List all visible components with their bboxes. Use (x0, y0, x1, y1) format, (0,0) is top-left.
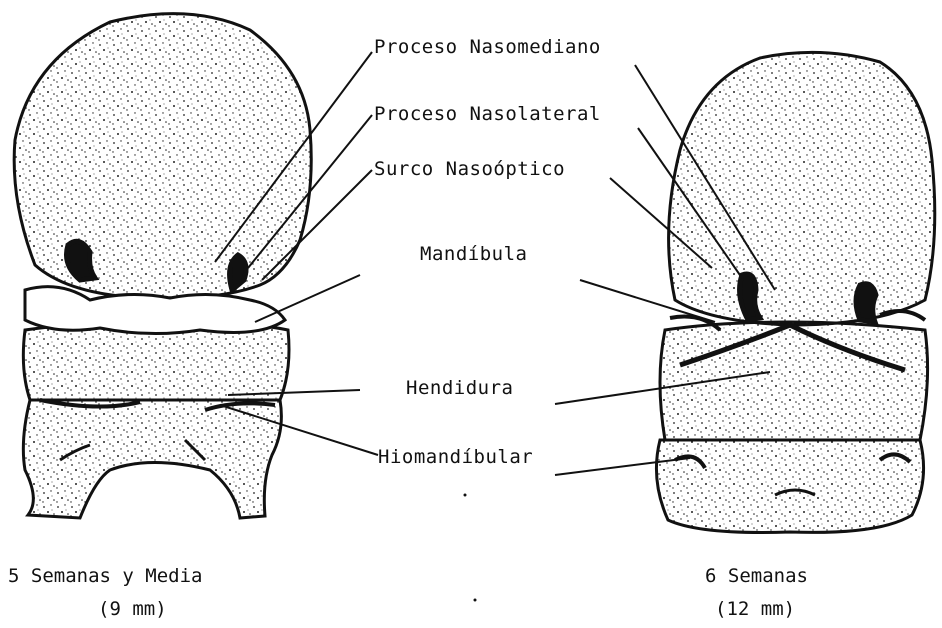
caption-right-age: 6 Semanas (705, 565, 808, 587)
caption-right-size: (12 mm) (715, 598, 795, 620)
label-mandibula: Mandíbula (420, 243, 527, 265)
caption-left-size: (9 mm) (98, 598, 167, 620)
caption-left-age: 5 Semanas y Media (8, 565, 202, 587)
label-hendidura: Hendidura (406, 377, 513, 399)
right-lower-region (656, 440, 923, 533)
right-cranium (669, 52, 935, 325)
left-embryo-head (14, 14, 311, 518)
label-proceso-nasolateral: Proceso Nasolateral (374, 103, 601, 125)
label-surco-nasooptico: Surco Nasoóptico (374, 158, 565, 180)
right-nasal-pit-right (856, 284, 876, 322)
right-mandible (660, 322, 928, 440)
label-proceso-nasomediano: Proceso Nasomediano (374, 36, 601, 58)
right-nasal-pit-left (740, 274, 760, 320)
label-hiomandibular: Hiomandíbular (378, 446, 533, 468)
left-cranium (14, 14, 311, 299)
leader-mandibula-left (255, 275, 360, 322)
